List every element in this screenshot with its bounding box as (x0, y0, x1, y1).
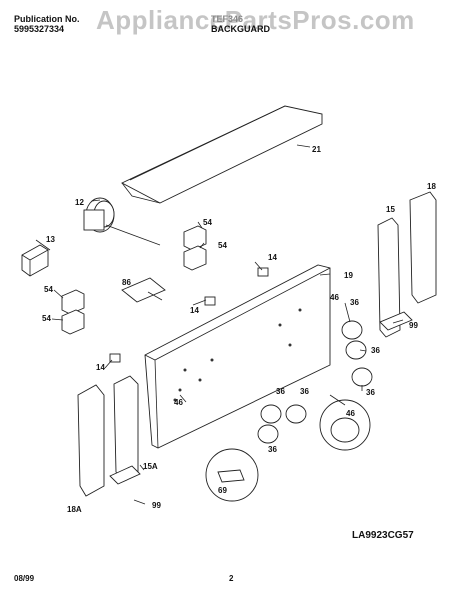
part-label-54-left-top: 54 (44, 285, 53, 294)
clock-timer (83, 197, 161, 246)
end-trim-18 (409, 191, 437, 304)
end-trim-18a (77, 384, 105, 497)
part-label-13: 13 (46, 235, 55, 244)
switch-54-left (61, 289, 85, 335)
page-number: 2 (229, 574, 234, 583)
part-label-36-c: 36 (366, 388, 375, 397)
part-label-46-left: 46 (174, 398, 183, 407)
part-label-99-right: 99 (409, 321, 418, 330)
knob-36c (351, 367, 373, 387)
bracket-99-left (109, 465, 141, 485)
part-label-86: 86 (122, 278, 131, 287)
publication-number: 5995327334 (14, 24, 65, 34)
footer-date: 08/99 (14, 574, 35, 583)
knob-detail (319, 399, 371, 451)
part-label-54-top: 54 (203, 218, 212, 227)
part-label-18: 18 (427, 182, 436, 191)
part-label-15a: 15A (143, 462, 158, 471)
part-label-15: 15 (386, 205, 395, 214)
part-label-54-left-bottom: 54 (42, 314, 51, 323)
indicator-light-14a (257, 267, 269, 277)
knob-36a (341, 320, 363, 340)
bracket-99-right (379, 311, 413, 331)
part-label-46-top: 46 (330, 293, 339, 302)
diagram-code: LA9923CG57 (352, 530, 414, 541)
knob-36b (345, 340, 367, 360)
bracket-86 (121, 277, 166, 303)
part-label-21: 21 (312, 145, 321, 154)
leader-lines (35, 199, 404, 505)
part-label-36-b: 36 (371, 346, 380, 355)
end-cap-15 (377, 217, 401, 338)
backguard-panel (144, 264, 331, 449)
part-label-18a: 18A (67, 505, 82, 514)
publication-label: Publication No. (14, 14, 80, 24)
indicator-light-14b (204, 296, 216, 306)
part-label-36-a: 36 (350, 298, 359, 307)
end-cap-15a (113, 375, 139, 481)
switch-54-right (183, 225, 207, 271)
knob-36d (260, 404, 282, 424)
backguard-top-trim (120, 105, 323, 204)
part-label-19: 19 (344, 271, 353, 280)
knob-36f (257, 424, 279, 444)
part-label-14-middle: 14 (190, 306, 199, 315)
switch-13 (21, 244, 49, 277)
screw-detail (205, 448, 259, 502)
part-label-36-f: 36 (268, 445, 277, 454)
part-label-54-mid: 54 (218, 241, 227, 250)
part-label-69: 69 (218, 486, 227, 495)
section-title: BACKGUARD (211, 24, 270, 34)
model-code: TEF346 (211, 14, 244, 24)
part-label-99-left: 99 (152, 501, 161, 510)
part-label-46-detail: 46 (346, 409, 355, 418)
part-label-36-e: 36 (300, 387, 309, 396)
part-label-36-d: 36 (276, 387, 285, 396)
watermark: AppliancePartsPros.com (96, 5, 415, 35)
part-label-12: 12 (75, 198, 84, 207)
indicator-light-14c (109, 353, 121, 363)
knob-36e (285, 404, 307, 424)
part-label-14-right: 14 (268, 253, 277, 262)
part-label-14-left: 14 (96, 363, 105, 372)
